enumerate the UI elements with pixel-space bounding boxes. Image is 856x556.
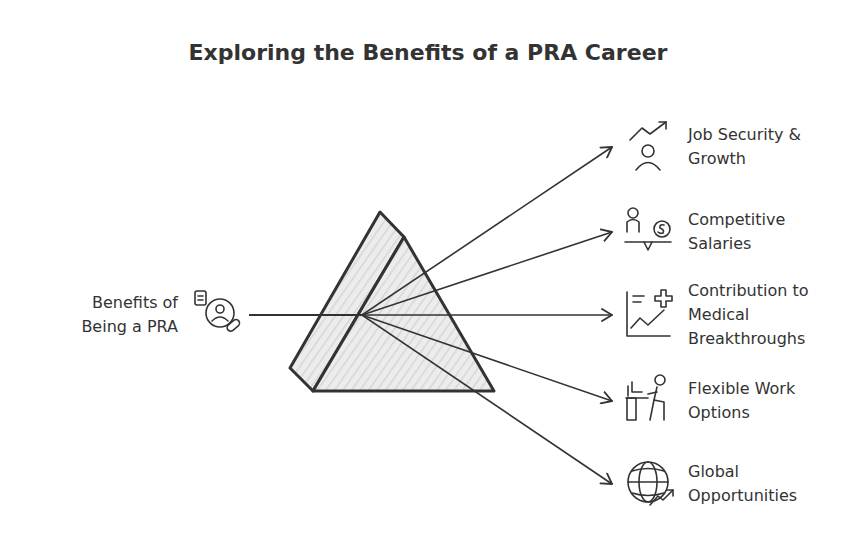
- prism-front-face: [313, 237, 494, 391]
- benefit-ray: [250, 315, 612, 401]
- benefit-ray: [250, 232, 612, 315]
- benefit-ray: [250, 147, 612, 315]
- benefit-item: Contribution to Medical Breakthroughs: [612, 279, 833, 351]
- growth-icon: [630, 122, 666, 170]
- medical-chart-icon: [627, 290, 672, 336]
- benefit-text: Global Opportunities: [688, 460, 833, 508]
- benefit-ray: [250, 315, 612, 484]
- benefit-text: Job Security & Growth: [688, 123, 833, 171]
- diagram-title: Exploring the Benefits of a PRA Career: [0, 40, 856, 65]
- remote-work-icon: [626, 375, 665, 420]
- benefit-item: Global Opportunities: [612, 460, 833, 508]
- benefit-item: Job Security & Growth: [612, 123, 833, 171]
- salary-icon: [625, 208, 671, 250]
- benefit-text: Flexible Work Options: [688, 377, 833, 425]
- source-label: Benefits of Being a PRA: [64, 291, 250, 339]
- benefit-item: Competitive Salaries: [612, 208, 833, 256]
- source-text: Benefits of Being a PRA: [64, 291, 178, 339]
- benefit-item: Flexible Work Options: [612, 377, 833, 425]
- benefit-text: Contribution to Medical Breakthroughs: [688, 279, 833, 351]
- benefit-text: Competitive Salaries: [688, 208, 833, 256]
- pra-icon: [195, 291, 241, 333]
- globe-icon: [628, 462, 673, 505]
